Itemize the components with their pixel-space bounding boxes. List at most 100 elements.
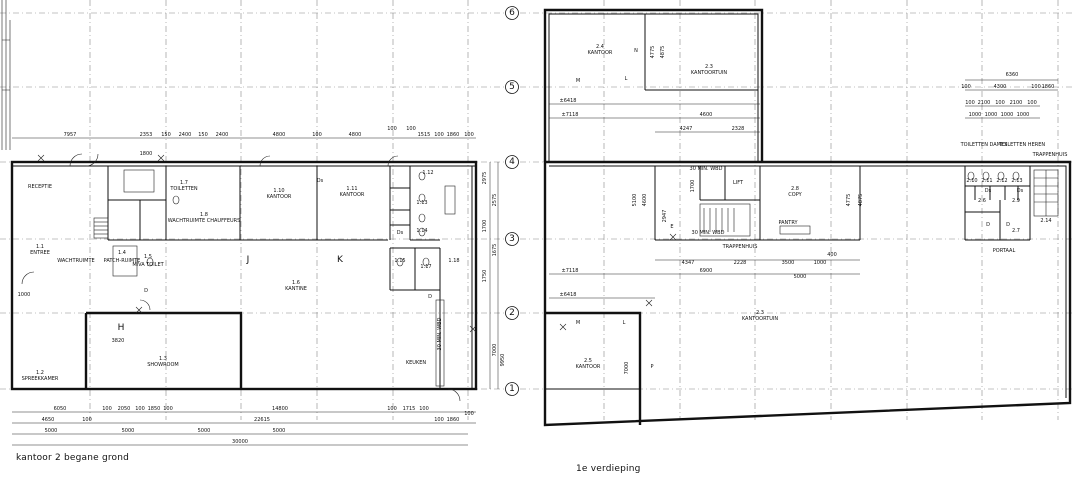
dim-rt-1860: 1860 <box>1042 84 1055 90</box>
room-id-1-14: 1.14 <box>416 228 427 234</box>
room-id-2-4: 2.4 <box>596 44 604 50</box>
dim-rt-6360: 6360 <box>1006 72 1019 78</box>
room-id-2-7: 2.7 <box>1012 228 1020 234</box>
room-id-1-6: 1.6 <box>292 280 300 286</box>
dim-top-100d: 100 <box>434 132 444 138</box>
dim-b1-1850: 1850 <box>148 406 161 412</box>
room-id-2-8: 2.8 <box>791 186 799 192</box>
annotation-p: P <box>650 364 653 370</box>
room-name-kantoor-2-4: KANTOOR <box>588 50 613 56</box>
room-name-toiletten: TOILETTEN <box>169 186 198 192</box>
dim-rv-2947: 2947 <box>662 210 668 223</box>
dim-top-1515: 1515 <box>418 132 431 138</box>
room-name-kantoor-1-10: KANTOOR <box>267 194 292 200</box>
upper-wing-wall <box>543 8 764 162</box>
dim-rm-6900: 6900 <box>700 268 713 274</box>
annotation-1000: 1000 <box>18 292 31 298</box>
room-id-2-3-top: 2.3 <box>705 64 713 70</box>
axis-label-2: 2 <box>509 308 515 318</box>
dim-top-2400b: 2400 <box>216 132 229 138</box>
room-id-2-12: 2.12 <box>996 178 1007 184</box>
dim-rv-4875-top: 4875 <box>660 46 666 59</box>
dim-rt-1000c: 1000 <box>1001 112 1014 118</box>
annotation-l-top: L <box>625 76 628 82</box>
room-id-1-2: 1.2 <box>36 370 44 376</box>
dim-top-100e: 100 <box>464 132 474 138</box>
dim-rt-100e: 100 <box>1027 100 1037 106</box>
room-name-portaal: PORTAAL <box>993 248 1016 254</box>
annotation-ds-2: Ds <box>397 230 404 236</box>
room-id-2-3-main: 2.3 <box>756 310 764 316</box>
left-dims-bottom-2: 4650 100 22615 100 1860 100 <box>42 411 474 423</box>
dim-b1-14800: 14800 <box>272 406 288 412</box>
room-name-spreekkamer: SPREEKKAMER <box>22 376 59 382</box>
room-id-1-4: 1.4 <box>118 250 126 256</box>
dim-rv-4875-mid: 4875 <box>858 194 864 207</box>
dim-top-2400a: 2400 <box>179 132 192 138</box>
room-name-patch-ruimte: PATCH-RUIMTE <box>104 258 141 264</box>
room-id-2-13: 2.13 <box>1011 178 1022 184</box>
left-dims-top: 7957 2353 150 2400 150 2400 4800 100 480… <box>64 126 474 138</box>
dim-rm-400: 400 <box>827 252 837 258</box>
room-id-2-10: 2.10 <box>966 178 977 184</box>
room-id-1-1: 1.1 <box>36 244 44 250</box>
dim-rm-2228: 2228 <box>734 260 747 266</box>
dim-total-30000: 30000 <box>232 439 248 445</box>
room-id-1-5: 1.5 <box>144 254 152 260</box>
dim-b1-1715: 1715 <box>403 406 416 412</box>
annotation-1800: 1800 <box>140 151 153 157</box>
dim-rv-4600: 4600 <box>642 194 648 207</box>
dim-rm-4347: 4347 <box>682 260 695 266</box>
room-id-1-12: 1.12 <box>422 170 433 176</box>
axis-label-1: 1 <box>509 384 515 394</box>
dim-b3-5000c: 5000 <box>198 428 211 434</box>
dim-rm-1000: 1000 <box>814 260 827 266</box>
room-id-1-11: 1.11 <box>346 186 357 192</box>
axis-label-5: 5 <box>509 82 515 92</box>
room-name-entree: ENTREE <box>30 250 50 256</box>
annotation-m-top: M <box>576 78 580 84</box>
room-name-toiletten-dames: TOILETTEN DAMES <box>960 142 1008 148</box>
dim-top-100b: 100 <box>387 126 397 132</box>
dim-b2-100c: 100 <box>464 411 474 417</box>
room-name-pantry: PANTRY <box>778 220 798 226</box>
dim-rl-2328: 2328 <box>732 126 745 132</box>
room-name-wachtruimte: WACHTRUIMTE <box>57 258 94 264</box>
room-id-2-11: 2.11 <box>981 178 992 184</box>
dim-rt-100c: 100 <box>965 100 975 106</box>
room-id-2-9: 2.9 <box>1012 198 1020 204</box>
room-name-kantoortuin-main: KANTOORTUIN <box>742 316 779 322</box>
dim-rt-4300: 4300 <box>994 84 1007 90</box>
caption-1e-verdieping: 1e verdieping <box>576 464 641 474</box>
left-outer-wall <box>10 160 478 391</box>
dim-rv-4775-top: 4775 <box>650 46 656 59</box>
annotation-e: E <box>670 224 673 230</box>
annotation-d-b: D <box>1006 222 1010 228</box>
dim-top-2353: 2353 <box>140 132 153 138</box>
dim-top-7957: 7957 <box>64 132 77 138</box>
right-plan: 2.4 KANTOOR 2.3 KANTOORTUIN 2.3 KANTOORT… <box>543 8 1072 427</box>
dim-rt-1000a: 1000 <box>969 112 982 118</box>
dim-rl-7118: ±7118 <box>562 112 579 118</box>
dim-rl-6418: ±6418 <box>560 98 577 104</box>
right-dims-left: ±6418 ±7118 4247 2328 4600 <box>560 98 745 132</box>
room-name-keuken: KEUKEN <box>406 360 427 366</box>
dim-r-1700: 1700 <box>482 220 488 233</box>
room-name-miva-toilet: MIVA TOILET <box>132 262 164 268</box>
dim-rv-1700: 1700 <box>690 180 696 193</box>
dim-r-1750: 1750 <box>482 270 488 283</box>
dim-top-150b: 150 <box>198 132 208 138</box>
dim-rt-1000b: 1000 <box>985 112 998 118</box>
room-name-trappenhuis-right: TRAPPENHUIS <box>1032 152 1068 158</box>
annotation-30-min-wbd-1: 30 MIN. WBD <box>690 166 723 172</box>
annotation-m-bottom: M <box>576 320 580 326</box>
dim-r-2975: 2975 <box>482 172 488 185</box>
dim-b1-100a: 100 <box>102 406 112 412</box>
dim-top-150a: 150 <box>161 132 171 138</box>
dim-r-9950: 9950 <box>500 354 506 367</box>
dim-rm-7118: ±7118 <box>562 268 579 274</box>
dim-top-4800b: 4800 <box>349 132 362 138</box>
room-id-2-5: 2.5 <box>584 358 592 364</box>
annotation-d-a: D <box>986 222 990 228</box>
annotation-n: N <box>634 48 638 54</box>
